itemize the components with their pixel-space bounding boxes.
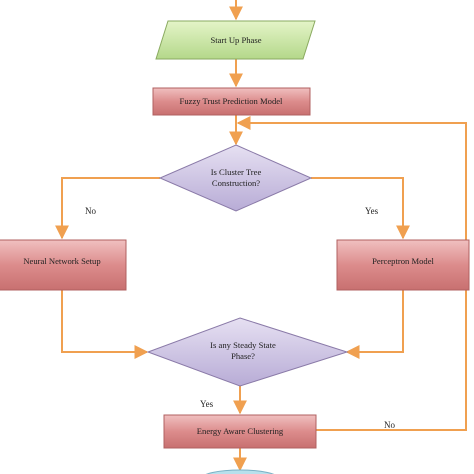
node-fuzzy-trust-prediction-model: Fuzzy Trust Prediction Model [152, 87, 311, 116]
connectors [55, 0, 467, 472]
connector-cluster-no [55, 177, 160, 240]
node-neural-network-setup: Neural Network Setup [0, 239, 127, 291]
fuzzy-trust-label: Fuzzy Trust Prediction Model [180, 96, 284, 106]
steady-decision-line2: Phase? [231, 351, 255, 361]
edge-label-steady-yes: Yes [200, 399, 214, 409]
edge-label-steady-no: No [384, 420, 395, 430]
connector-perceptron-to-steady [345, 290, 404, 359]
node-cluster-tree-decision: Is Cluster Tree Construction? [158, 144, 313, 212]
cluster-decision-line2: Construction? [212, 178, 260, 188]
edge-label-cluster-yes: Yes [365, 206, 379, 216]
perceptron-label: Perceptron Model [372, 256, 434, 266]
node-energy-aware-clustering: Energy Aware Clustering [163, 414, 317, 449]
cluster-decision-line1: Is Cluster Tree [211, 167, 262, 177]
node-perceptron-model: Perceptron Model [336, 239, 470, 291]
connector-neural-to-steady [61, 290, 149, 359]
neural-network-label: Neural Network Setup [23, 256, 100, 266]
edge-label-cluster-no: No [85, 206, 96, 216]
start-up-phase-label: Start Up Phase [210, 35, 261, 45]
node-start-up-phase: Start Up Phase [155, 20, 316, 60]
connector-cluster-yes [311, 177, 410, 240]
node-terminal-partial [205, 469, 275, 474]
node-steady-state-decision: Is any Steady State Phase? [146, 317, 349, 387]
steady-decision-line1: Is any Steady State [210, 340, 276, 350]
energy-clustering-label: Energy Aware Clustering [197, 426, 284, 436]
